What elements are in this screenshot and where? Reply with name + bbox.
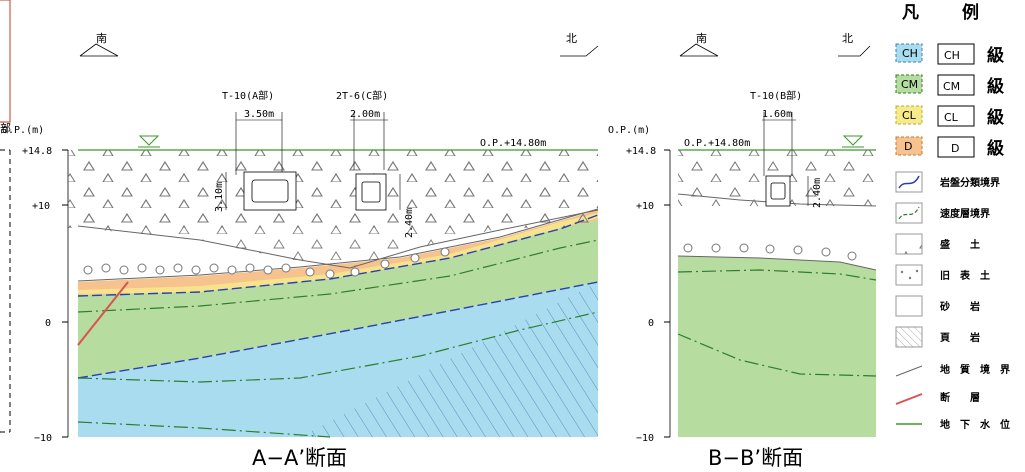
structure-height: 2.40m xyxy=(812,178,823,208)
water-level-marker xyxy=(842,135,864,146)
legend-item-label: 頁 岩 xyxy=(940,331,980,344)
legend-item-label: 断 層 xyxy=(940,391,980,404)
section-bb: 南 北 O.P.(m) +14.8 +10 0 −10 xyxy=(608,32,877,470)
structure-t10-b: T-10(B部) 1.60m 2.40m xyxy=(750,89,823,208)
compass-north-bb: 北 xyxy=(838,32,871,57)
legend-item-label: 砂 岩 xyxy=(939,300,980,313)
old-topsoil-markers-aa xyxy=(83,247,450,279)
compass-south-label: 南 xyxy=(96,32,107,45)
water-level-marker xyxy=(138,135,160,146)
axis-unit-label: O.P.(m) xyxy=(2,125,44,136)
section-aa: 南 北 O.P.(m) +14.8 +10 0 −10 xyxy=(2,32,599,470)
legend-class-text: 級 xyxy=(987,107,1004,128)
section-caption: B−B’断面 xyxy=(708,446,803,470)
boundaries-aa xyxy=(77,208,599,438)
legend-fault: 断 層 xyxy=(895,391,980,405)
legend-title: 凡 xyxy=(902,3,919,23)
legend-class-box: CM xyxy=(943,80,960,93)
tick-label: 0 xyxy=(45,318,51,329)
legend-groundwater: 地 下 水 位 xyxy=(896,418,1010,431)
legend-class-box: D xyxy=(951,142,959,155)
legend-class-d: D D 級 xyxy=(895,136,1004,159)
tick-label: +10 xyxy=(32,201,50,212)
legend-item-label: 地 下 水 位 xyxy=(940,418,1010,431)
structure-name: 2T-6(C部) xyxy=(336,89,388,102)
old-topsoil-markers-bb xyxy=(683,243,857,261)
legend-old-topsoil: 旧 表 土 xyxy=(895,264,990,286)
tick-label: +14.8 xyxy=(626,146,656,157)
water-level-label: O.P.+14.80m xyxy=(480,138,546,149)
legend-class-cl: CL CL 級 xyxy=(895,105,1004,128)
legend-title: 例 xyxy=(962,2,979,23)
legend-class-text: 級 xyxy=(987,138,1004,159)
left-fragment: 部 xyxy=(0,0,11,433)
axis-ticks-aa: +14.8 +10 0 −10 xyxy=(22,146,68,444)
legend-fill: 盛 土 xyxy=(895,233,980,255)
legend-item-label: 岩盤分類境界 xyxy=(939,176,1000,189)
axis-ticks-bb: +14.8 +10 0 −10 xyxy=(626,146,670,444)
structure-2t6-c: 2T-6(C部) 2.00m 2.40m xyxy=(336,89,415,238)
structure-width: 2.00m xyxy=(350,109,380,120)
structure-name: T-10(B部) xyxy=(750,89,802,102)
structure-height: 2.40m xyxy=(404,208,415,238)
water-level-label: O.P.+14.80m xyxy=(684,138,750,149)
legend-item-label: 盛 土 xyxy=(940,238,980,251)
legend-rock-boundary: 岩盤分類境界 xyxy=(895,171,1000,193)
legend: 凡 例 CH CH 級 CM CM 級 CL CL 級 D D xyxy=(895,2,1010,431)
legend-item-label: 旧 表 土 xyxy=(940,269,990,282)
tick-label: +14.8 xyxy=(22,146,52,157)
tick-label: −10 xyxy=(636,433,654,444)
section-caption: A−A’断面 xyxy=(252,446,347,470)
compass-south-label: 南 xyxy=(696,32,707,45)
legend-swatch-code: D xyxy=(904,140,912,153)
legend-swatch-code: CL xyxy=(902,109,917,122)
legend-item-label: 地 質 境 界 xyxy=(940,363,1010,376)
legend-swatch-code: CM xyxy=(901,78,918,91)
compass-south-aa: 南 xyxy=(79,32,119,57)
legend-class-cm: CM CM 級 xyxy=(895,74,1004,97)
tick-label: −10 xyxy=(34,433,52,444)
compass-north-label: 北 xyxy=(842,32,853,45)
structure-width: 1.60m xyxy=(762,109,792,120)
legend-class-box: CH xyxy=(944,49,960,62)
legend-class-ch: CH CH 級 xyxy=(895,43,1004,66)
legend-class-text: 級 xyxy=(987,76,1004,97)
tick-label: 0 xyxy=(648,318,654,329)
legend-class-box: CL xyxy=(944,111,959,124)
legend-geologic-boundary: 地 質 境 界 xyxy=(895,363,1010,377)
fault-line xyxy=(77,281,129,346)
axis-unit-label: O.P.(m) xyxy=(608,125,650,136)
structure-width: 3.50m xyxy=(244,109,274,120)
fragment-label: 部 xyxy=(0,121,11,135)
compass-south-bb: 南 xyxy=(679,32,719,57)
legend-item-label: 速度層境界 xyxy=(940,207,990,220)
compass-north-label: 北 xyxy=(566,32,577,45)
legend-class-text: 級 xyxy=(987,45,1004,66)
tick-label: +10 xyxy=(636,201,654,212)
structure-height: 3.10m xyxy=(214,182,225,212)
structure-t10-a: T-10(A部) 3.50m 3.10m xyxy=(214,89,297,212)
legend-sandstone: 砂 岩 xyxy=(895,295,980,317)
strata-aa xyxy=(68,150,598,437)
legend-velocity-boundary: 速度層境界 xyxy=(895,202,990,224)
legend-swatch-code: CH xyxy=(902,47,918,60)
structure-name: T-10(A部) xyxy=(222,89,274,102)
compass-north-aa: 北 xyxy=(560,32,599,57)
legend-shale: 頁 岩 xyxy=(895,326,980,348)
